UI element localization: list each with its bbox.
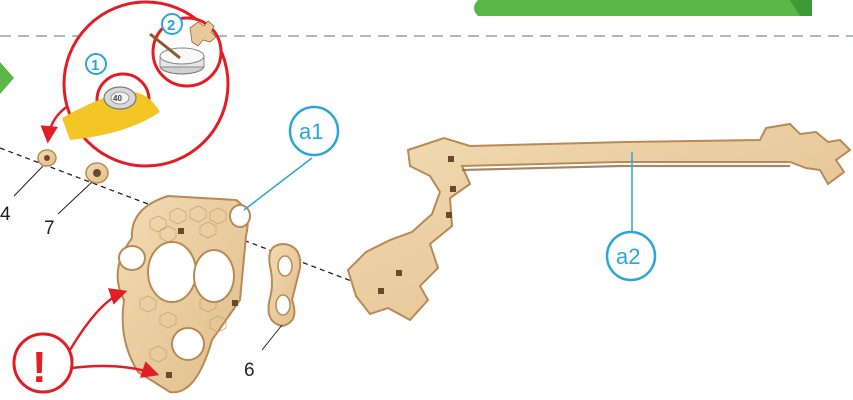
- step-1-label: 1: [91, 57, 99, 74]
- callout-a2: a2: [607, 152, 655, 280]
- detail-circle: 40 1 2: [62, 2, 228, 166]
- green-banner: [474, 0, 812, 16]
- step-2-label: 2: [167, 17, 175, 34]
- part-number-6: 6: [244, 360, 255, 381]
- step-2-badge: 2: [162, 14, 182, 34]
- part-number-4: 4: [0, 204, 11, 225]
- callout-a1: a1: [244, 107, 338, 210]
- tape-label: 40: [113, 94, 122, 103]
- callout-a1-label: a1: [299, 119, 323, 144]
- part-7: [86, 163, 108, 183]
- step-1-badge: 1: [86, 54, 106, 74]
- warning-symbol: !: [32, 343, 47, 392]
- green-arrow-icon: [0, 62, 14, 94]
- part-number-7: 7: [44, 218, 55, 239]
- part-6: [269, 244, 301, 326]
- tape-roll-icon: 40: [104, 87, 136, 109]
- honeycomb-plate: [118, 196, 250, 392]
- lever-part: [348, 124, 850, 320]
- part-4: [38, 150, 56, 166]
- callout-a2-label: a2: [616, 244, 640, 269]
